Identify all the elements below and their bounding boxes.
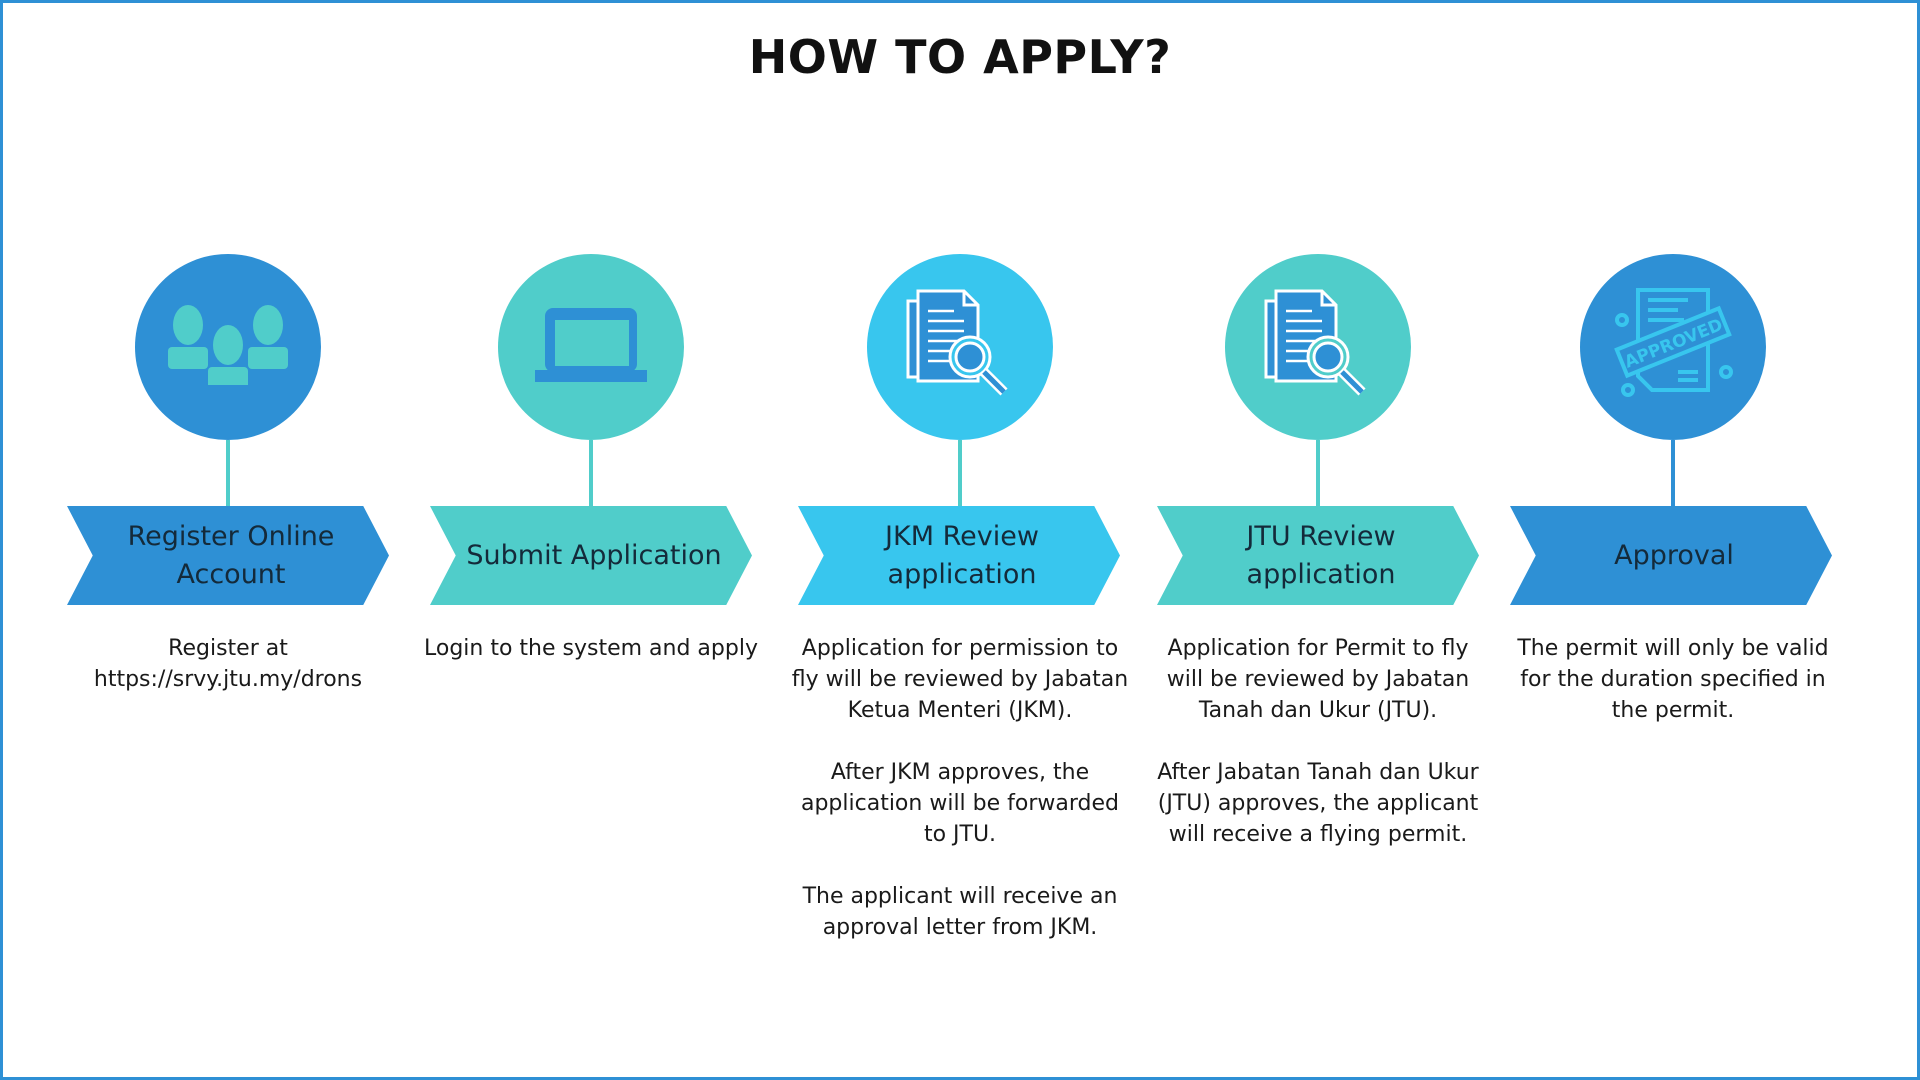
step-circle: APPROVED	[1580, 254, 1766, 440]
step-label: JTU Review application	[1246, 520, 1396, 590]
step-chevron: Register Online Account	[67, 506, 389, 605]
step-circle	[498, 254, 684, 440]
description-paragraph: The applicant will receive an approval l…	[802, 884, 1118, 940]
step-chevron: Approval	[1510, 506, 1832, 605]
description-paragraph: Register at https://srvy.jtu.my/drons	[93, 636, 363, 692]
step-chevron: JTU Review application	[1157, 506, 1479, 605]
step-circle	[135, 254, 321, 440]
step-circle	[1225, 254, 1411, 440]
description-paragraph: After JKM approves, the application will…	[800, 760, 1119, 847]
description-paragraph: After Jabatan Tanah dan Ukur (JTU) appro…	[1157, 760, 1479, 847]
users-icon	[168, 305, 288, 389]
description-paragraph: Application for Permit to fly will be re…	[1166, 636, 1470, 723]
step-label: Approval	[1614, 539, 1734, 571]
document-search-icon	[1258, 285, 1378, 409]
step-description: Application for Permit to fly will be re…	[1148, 633, 1488, 881]
step-chevron: Submit Application	[430, 506, 752, 605]
page-title: HOW TO APPLY?	[748, 30, 1172, 84]
connector-line	[1671, 440, 1675, 506]
connector-line	[1316, 440, 1320, 506]
approved-document-icon: APPROVED	[1608, 280, 1738, 414]
step-chevron: JKM Review application	[798, 506, 1120, 605]
document-search-icon	[900, 285, 1020, 409]
connector-line	[589, 440, 593, 506]
description-paragraph: The permit will only be valid for the du…	[1517, 636, 1829, 723]
laptop-icon	[535, 304, 647, 390]
step-description: Login to the system and apply	[421, 633, 761, 695]
step-description: The permit will only be valid for the du…	[1503, 633, 1843, 757]
step-circle	[867, 254, 1053, 440]
step-description: Register at https://srvy.jtu.my/drons	[58, 633, 398, 726]
step-label: Register Online Account	[127, 520, 335, 590]
step-label: Submit Application	[466, 539, 722, 571]
connector-line	[958, 440, 962, 506]
description-paragraph: Application for permission to fly will b…	[791, 636, 1129, 723]
description-paragraph: Login to the system and apply	[424, 636, 758, 661]
step-description: Application for permission to fly will b…	[790, 633, 1130, 974]
connector-line	[226, 440, 230, 506]
step-label: JKM Review application	[885, 520, 1039, 590]
